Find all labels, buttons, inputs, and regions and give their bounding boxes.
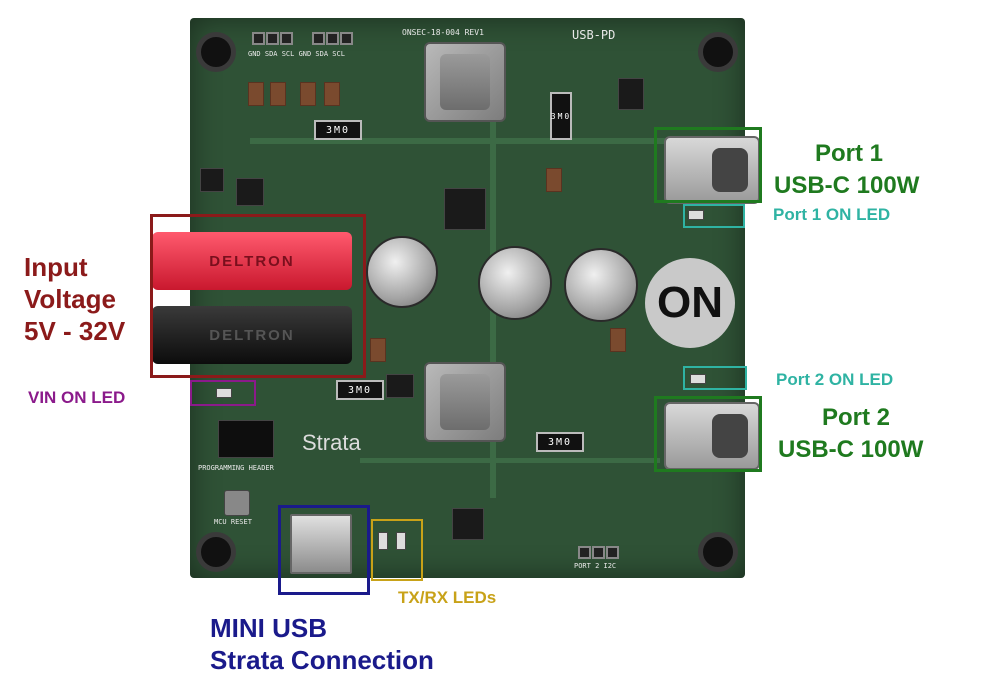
- rx-led: [396, 532, 406, 550]
- programming-header: [218, 420, 274, 458]
- mini-usb-highlight-box: [278, 505, 370, 595]
- mcu-reset-button[interactable]: [224, 490, 250, 516]
- vin-led: [216, 388, 232, 398]
- header-pin: [592, 546, 605, 559]
- port1-led-label: Port 1 ON LED: [773, 205, 891, 224]
- smd-capacitor: [610, 328, 626, 352]
- port2-title: Port 2: [822, 404, 891, 431]
- port2-led-highlight-box: [683, 366, 747, 390]
- ic-chip: [444, 188, 486, 230]
- input-label-line3: 5V - 32V: [24, 316, 126, 346]
- input-label-line1: Input: [24, 252, 88, 282]
- electrolytic-capacitor: [478, 246, 552, 320]
- port2-highlight-box: [654, 396, 762, 472]
- smd-capacitor: [300, 82, 316, 106]
- port1-title: Port 1: [815, 140, 884, 167]
- ic-chip: [236, 178, 264, 206]
- usb-c-port-2[interactable]: [664, 402, 760, 470]
- strata-logo: Strata: [302, 430, 361, 455]
- ic-chip: [618, 78, 644, 110]
- smd-capacitor: [270, 82, 286, 106]
- port1-led-highlight-box: [683, 204, 745, 228]
- header-pin: [606, 546, 619, 559]
- sense-resistor: 3M0: [536, 432, 584, 452]
- ic-chip: [386, 374, 414, 398]
- header-pin: [280, 32, 293, 45]
- smd-capacitor: [248, 82, 264, 106]
- silk-prog-header: PROGRAMMING HEADER: [198, 464, 274, 472]
- silk-rev: ONSEC-18-004 REV1: [402, 28, 484, 37]
- pcb-board: GND SDA SCL GND SDA SCL ONSEC-18-004 REV…: [190, 18, 760, 578]
- header-pin: [266, 32, 279, 45]
- mounting-hole-bottom-left: [196, 532, 236, 572]
- mini-usb-label-line1: MINI USB: [210, 613, 327, 643]
- header-pin: [578, 546, 591, 559]
- vin-led-label: VIN ON LED: [28, 388, 126, 407]
- electrolytic-capacitor: [564, 248, 638, 322]
- header-pin: [340, 32, 353, 45]
- mini-usb-label-line2: Strata Connection: [210, 645, 434, 675]
- input-label-line2: Voltage: [24, 284, 116, 314]
- header-pin: [312, 32, 325, 45]
- electrolytic-capacitor: [366, 236, 438, 308]
- silk-port2-i2c: PORT 2 I2C: [574, 562, 617, 570]
- sense-resistor: 3M0: [336, 380, 384, 400]
- silk-usb-pd: USB-PD: [572, 28, 616, 42]
- silk-header-top: GND SDA SCL GND SDA SCL: [248, 50, 345, 58]
- mounting-hole-top-left: [196, 32, 236, 72]
- binding-post-red[interactable]: DELTRON: [152, 232, 352, 290]
- inductor-bottom: [424, 362, 506, 442]
- trace: [250, 138, 690, 144]
- on-semi-logo: ON: [645, 258, 735, 348]
- header-pin: [326, 32, 339, 45]
- mounting-hole-bottom-right: [698, 532, 738, 572]
- smd-capacitor: [324, 82, 340, 106]
- header-pin: [252, 32, 265, 45]
- port1-highlight-box: [654, 127, 762, 203]
- ic-chip: [200, 168, 224, 192]
- binding-post-black[interactable]: DELTRON: [152, 306, 352, 364]
- inductor-top: [424, 42, 506, 122]
- smd-capacitor: [546, 168, 562, 192]
- mini-usb-port[interactable]: [290, 514, 352, 574]
- port2-led: [690, 374, 706, 384]
- ic-chip: [452, 508, 484, 540]
- trace: [360, 458, 660, 463]
- port1-subtitle: USB-C 100W: [774, 172, 920, 199]
- smd-capacitor: [370, 338, 386, 362]
- txrx-led-label: TX/RX LEDs: [398, 588, 497, 607]
- txrx-highlight-box: [371, 519, 423, 581]
- port1-led: [688, 210, 704, 220]
- tx-led: [378, 532, 388, 550]
- port2-subtitle: USB-C 100W: [778, 436, 924, 463]
- silk-mcu-reset: MCU RESET: [214, 518, 252, 526]
- sense-resistor: 3M0: [314, 120, 362, 140]
- vin-led-highlight-box: [190, 380, 256, 406]
- port2-led-label: Port 2 ON LED: [776, 370, 894, 389]
- sense-resistor: 3M0: [550, 92, 572, 140]
- input-highlight-box: [150, 214, 366, 378]
- mounting-hole-top-right: [698, 32, 738, 72]
